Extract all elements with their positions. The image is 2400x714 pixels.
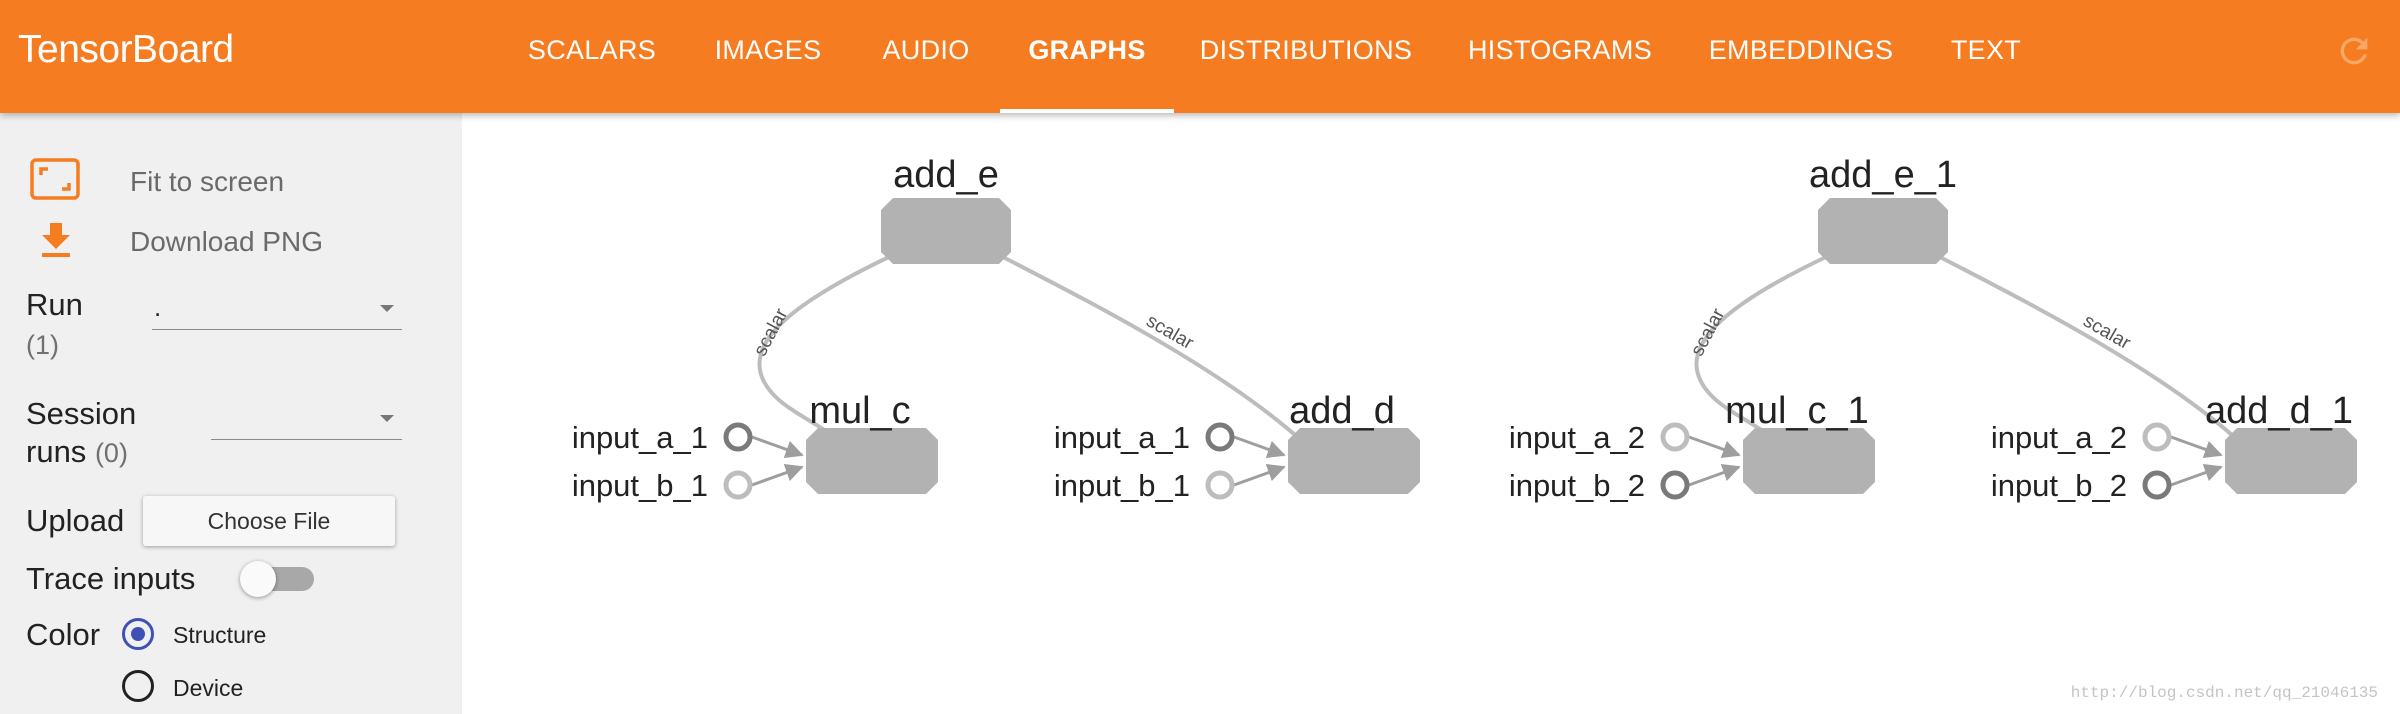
edge-label: scalar [1687,305,1730,360]
input-label: input_b_2 [1991,468,2127,503]
node-title: add_e [893,154,999,196]
input-edge [751,435,804,458]
watermark: http://blog.csdn.net/qq_21046135 [2070,684,2378,702]
node-title: add_d_1 [2205,390,2353,432]
input-port-circle[interactable] [2142,422,2172,452]
session-runs-text: runs [26,434,87,469]
input-edge [1688,435,1741,458]
download-png-button[interactable]: Download PNG [130,226,323,257]
radio-device[interactable] [122,670,154,702]
node-title: mul_c_1 [1725,390,1869,432]
edge-scalar-left [757,254,892,440]
node-title: add_d [1289,390,1395,432]
input-port-circle[interactable] [1205,422,1235,452]
op-node-mul_c_1[interactable] [1743,428,1875,494]
graph-svg[interactable]: scalar scalar add_e mul_c input_a_1 input_b_1… [462,113,2400,714]
input-port-circle[interactable] [1660,422,1690,452]
radio-device-label: Device [173,675,244,701]
input-port-circle[interactable] [2142,470,2172,500]
op-node-add_e_1[interactable] [1818,198,1948,264]
session-count: (0) [94,438,128,468]
input-label: input_b_2 [1509,468,1645,503]
input-port-circle[interactable] [1205,470,1235,500]
tab-embeddings[interactable]: EMBEDDINGS [1708,35,1894,65]
edge-scalar-left [1694,254,1829,440]
tab-scalars[interactable]: SCALARS [527,35,657,65]
fit-to-screen-button[interactable]: Fit to screen [130,166,285,197]
chevron-down-icon [380,415,394,422]
input-edge [751,464,804,487]
input-edge [1233,435,1286,458]
node-title: add_e_1 [1809,154,1957,196]
tab-audio[interactable]: AUDIO [882,35,970,65]
input-port-circle[interactable] [723,470,753,500]
chevron-down-icon [380,305,394,312]
trace-inputs-label: Trace inputs [26,561,196,596]
input-edge [2170,435,2223,458]
edge-scalar-right [1937,254,2243,445]
input-label: input_b_1 [1054,468,1190,503]
run-label: Run [26,287,83,322]
node-title: mul_c [809,390,910,432]
graph-canvas[interactable]: scalar scalar add_e mul_c input_a_1 input_b_1… [462,113,2400,714]
input-label: input_a_1 [1054,420,1190,455]
radio-structure[interactable] [122,618,154,650]
tab-histograms[interactable]: HISTOGRAMS [1467,35,1653,65]
session-select[interactable] [211,396,402,440]
controls-sidebar: Fit to screen Download PNG Run (1) . Ses… [0,113,462,714]
run-select[interactable]: . [152,286,402,330]
input-port-circle[interactable] [1660,470,1690,500]
refresh-icon[interactable] [2334,31,2374,71]
session-runs-label: runs (0) [26,433,128,472]
download-icon[interactable] [38,221,74,259]
input-edge [1688,464,1741,487]
radio-structure-label: Structure [173,622,267,648]
tab-images[interactable]: IMAGES [714,35,822,65]
fit-to-screen-icon[interactable] [30,158,80,200]
input-edge [2170,464,2223,487]
tab-text[interactable]: TEXT [1950,35,2022,65]
op-node-add_e[interactable] [881,198,1011,264]
edge-scalar-right [1000,254,1306,445]
input-label: input_a_2 [1509,420,1645,455]
upload-label: Upload [26,503,125,538]
top-app-bar: TensorBoard SCALARS IMAGES AUDIO GRAPHS … [0,0,2400,113]
input-label: input_a_1 [572,420,708,455]
input-port-circle[interactable] [723,422,753,452]
op-node-add_d_1[interactable] [2225,428,2357,494]
trace-inputs-toggle[interactable] [240,561,316,597]
run-select-value: . [154,292,162,322]
edge-label: scalar [750,305,793,360]
app-title: TensorBoard [18,28,234,71]
toggle-knob [240,561,276,597]
input-edge [1233,464,1286,487]
input-label: input_b_1 [572,468,708,503]
tab-graphs[interactable]: GRAPHS [1000,0,1174,113]
op-node-mul_c[interactable] [806,428,938,494]
input-label: input_a_2 [1991,420,2127,455]
tab-distributions[interactable]: DISTRIBUTIONS [1199,35,1413,65]
session-label: Session [26,396,137,431]
choose-file-button[interactable]: Choose File [143,496,395,546]
op-node-add_d[interactable] [1288,428,1420,494]
run-count: (1) [26,330,59,360]
color-label: Color [26,617,101,652]
